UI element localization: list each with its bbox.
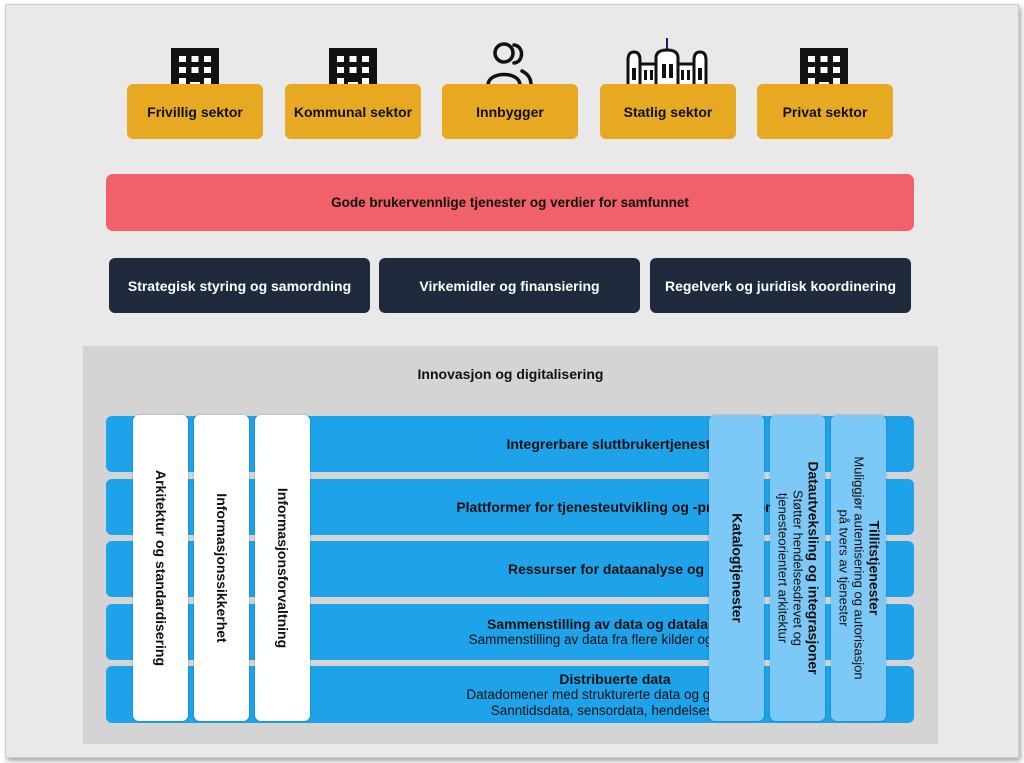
column-title: Datautveksling og integrasjoner [805,461,821,675]
actor-kommunal-sektor: Kommunal sektor [285,84,421,139]
actor-label: Innbygger [476,103,544,120]
value-bar-label: Gode brukervennlige tjenester og verdier… [331,195,689,210]
column-security: Informasjonssikkerhet [194,415,249,721]
column-description: Muliggjør autentisering og autorisasjon [851,456,866,680]
governance-funding: Virkemidler og finansiering [379,258,640,313]
column-text: Tillitstjenester Muliggjør autentisering… [836,456,882,680]
column-text: Katalogtjenester [729,513,745,623]
layer-title: Ressurser for dataanalyse og KI [508,561,722,577]
layer-title: Integrerbare sluttbrukertjenester [506,436,724,452]
people-icon [486,42,533,87]
governance-strategic: Strategisk styring og samordning [109,258,370,313]
column-text: Datautveksling og integrasjoner Støtter … [775,461,821,675]
innovation-title: Innovasjon og digitalisering [417,366,604,382]
column-data-exchange: Datautveksling og integrasjoner Støtter … [770,415,825,721]
actor-privat-sektor: Privat sektor [757,84,893,139]
column-label: Informasjonsforvaltning [274,487,291,649]
actor-statlig-sektor: Statlig sektor [600,84,736,139]
layer-subtitle: Sanntidsdata, sensordata, hendelsesdata [490,702,740,718]
governance-label: Regelverk og juridisk koordinering [664,277,897,294]
actor-label: Kommunal sektor [293,103,413,120]
actor-label: Statlig sektor [623,103,713,120]
actor-label: Frivillig sektor [147,103,243,120]
layer-title: Sammenstilling av data og datalagring [487,616,743,632]
column-label: Informasjonssikkerhet [213,493,230,643]
column-description: Støtter hendelsesdrevet og [790,489,805,647]
column-architecture: Arkitektur og standardisering [133,415,188,721]
layer-title: Plattformer for tjenesteutvikling og -pr… [456,499,774,515]
column-description: på tvers av tjenester [836,509,851,627]
column-catalog-services: Katalogtjenester [709,415,764,721]
actor-label: Privat sektor [782,103,868,120]
value-bar: Gode brukervennlige tjenester og verdier… [106,174,914,231]
layer-subtitle: Datadomener med strukturerte data og gru… [466,686,764,702]
governance-regulation: Regelverk og juridisk koordinering [650,258,911,313]
column-title: Katalogtjenester [729,513,745,623]
layer-title: Distribuerte data [559,670,671,687]
column-label: Arkitektur og standardisering [152,469,169,667]
actor-frivillig-sektor: Frivillig sektor [127,84,263,139]
layer-subtitle: Sammenstilling av data fra flere kilder … [468,632,762,647]
actor-innbygger: Innbygger [442,84,578,139]
governance-label: Virkemidler og finansiering [419,277,600,294]
column-description: tjenesteorientert arkitektur [775,492,790,644]
column-title: Tillitstjenester [866,520,882,616]
governance-label: Strategisk styring og samordning [127,277,352,294]
column-information-management: Informasjonsforvaltning [255,415,310,721]
column-trust-services: Tillitstjenester Muliggjør autentisering… [831,415,886,721]
